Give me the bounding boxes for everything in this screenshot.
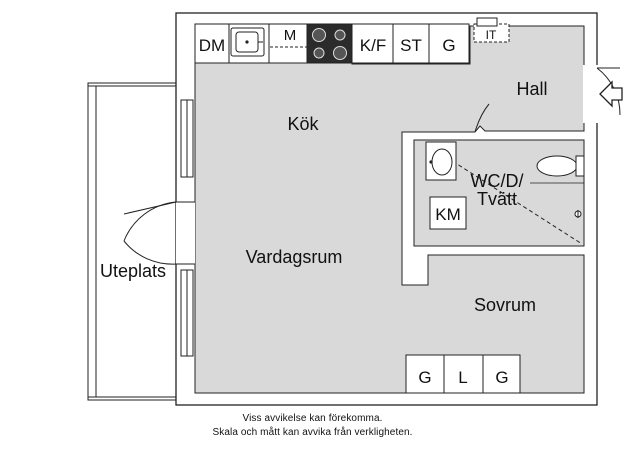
room-label-hall: Hall [516,79,547,99]
toilet-icon [530,155,585,184]
window-west-upper [180,99,194,178]
room-label-bedroom: Sovrum [474,295,536,315]
disclaimer-line-1: Viss avvikelse kan förekomma. [242,413,383,424]
wardrobe-label: G [495,368,508,387]
room-label-patio: Uteplats [100,261,166,281]
wardrobe-label: G [418,368,431,387]
entrance-arrow-icon [599,80,623,108]
patio-door-arc [123,201,177,242]
disclaimer-line-2: Skala och mått kan avvika från verklighe… [212,427,413,438]
washbasin-icon [425,141,457,181]
main-floor [194,25,585,394]
microwave-outline [268,23,308,48]
fixture-label-it: IT [486,28,497,42]
room-label-kitchen: Kök [287,114,319,134]
fixture-label-dishwasher: DM [199,36,225,55]
patio-door-opening [176,202,195,264]
shower-tap-icon [574,210,582,218]
it-box [476,17,498,27]
fixture-label-microwave: M [284,27,297,44]
fixture-label-fridge-freezer: K/F [360,36,386,55]
hall-door-arc [474,103,490,133]
room-label-bath-line2: Tvätt [477,189,517,209]
wardrobe-label: L [458,368,467,387]
fixture-label-stove: ST [400,36,422,55]
stove-icon [306,23,353,64]
room-label-bath-line1: WC/D/ [471,171,524,191]
sink-icon [230,27,265,57]
patio-area [87,82,176,401]
washing-machine [429,196,467,230]
fixture-label-cabinet: G [442,36,455,55]
patio-door-leaf [123,201,177,215]
wardrobe-unit [405,354,521,394]
patio-door-arc-2 [123,240,177,265]
room-label-living: Vardagsrum [246,247,343,267]
entrance-opening [583,65,599,123]
fixture-label-washer: KM [435,205,461,224]
window-west-lower [180,269,194,357]
